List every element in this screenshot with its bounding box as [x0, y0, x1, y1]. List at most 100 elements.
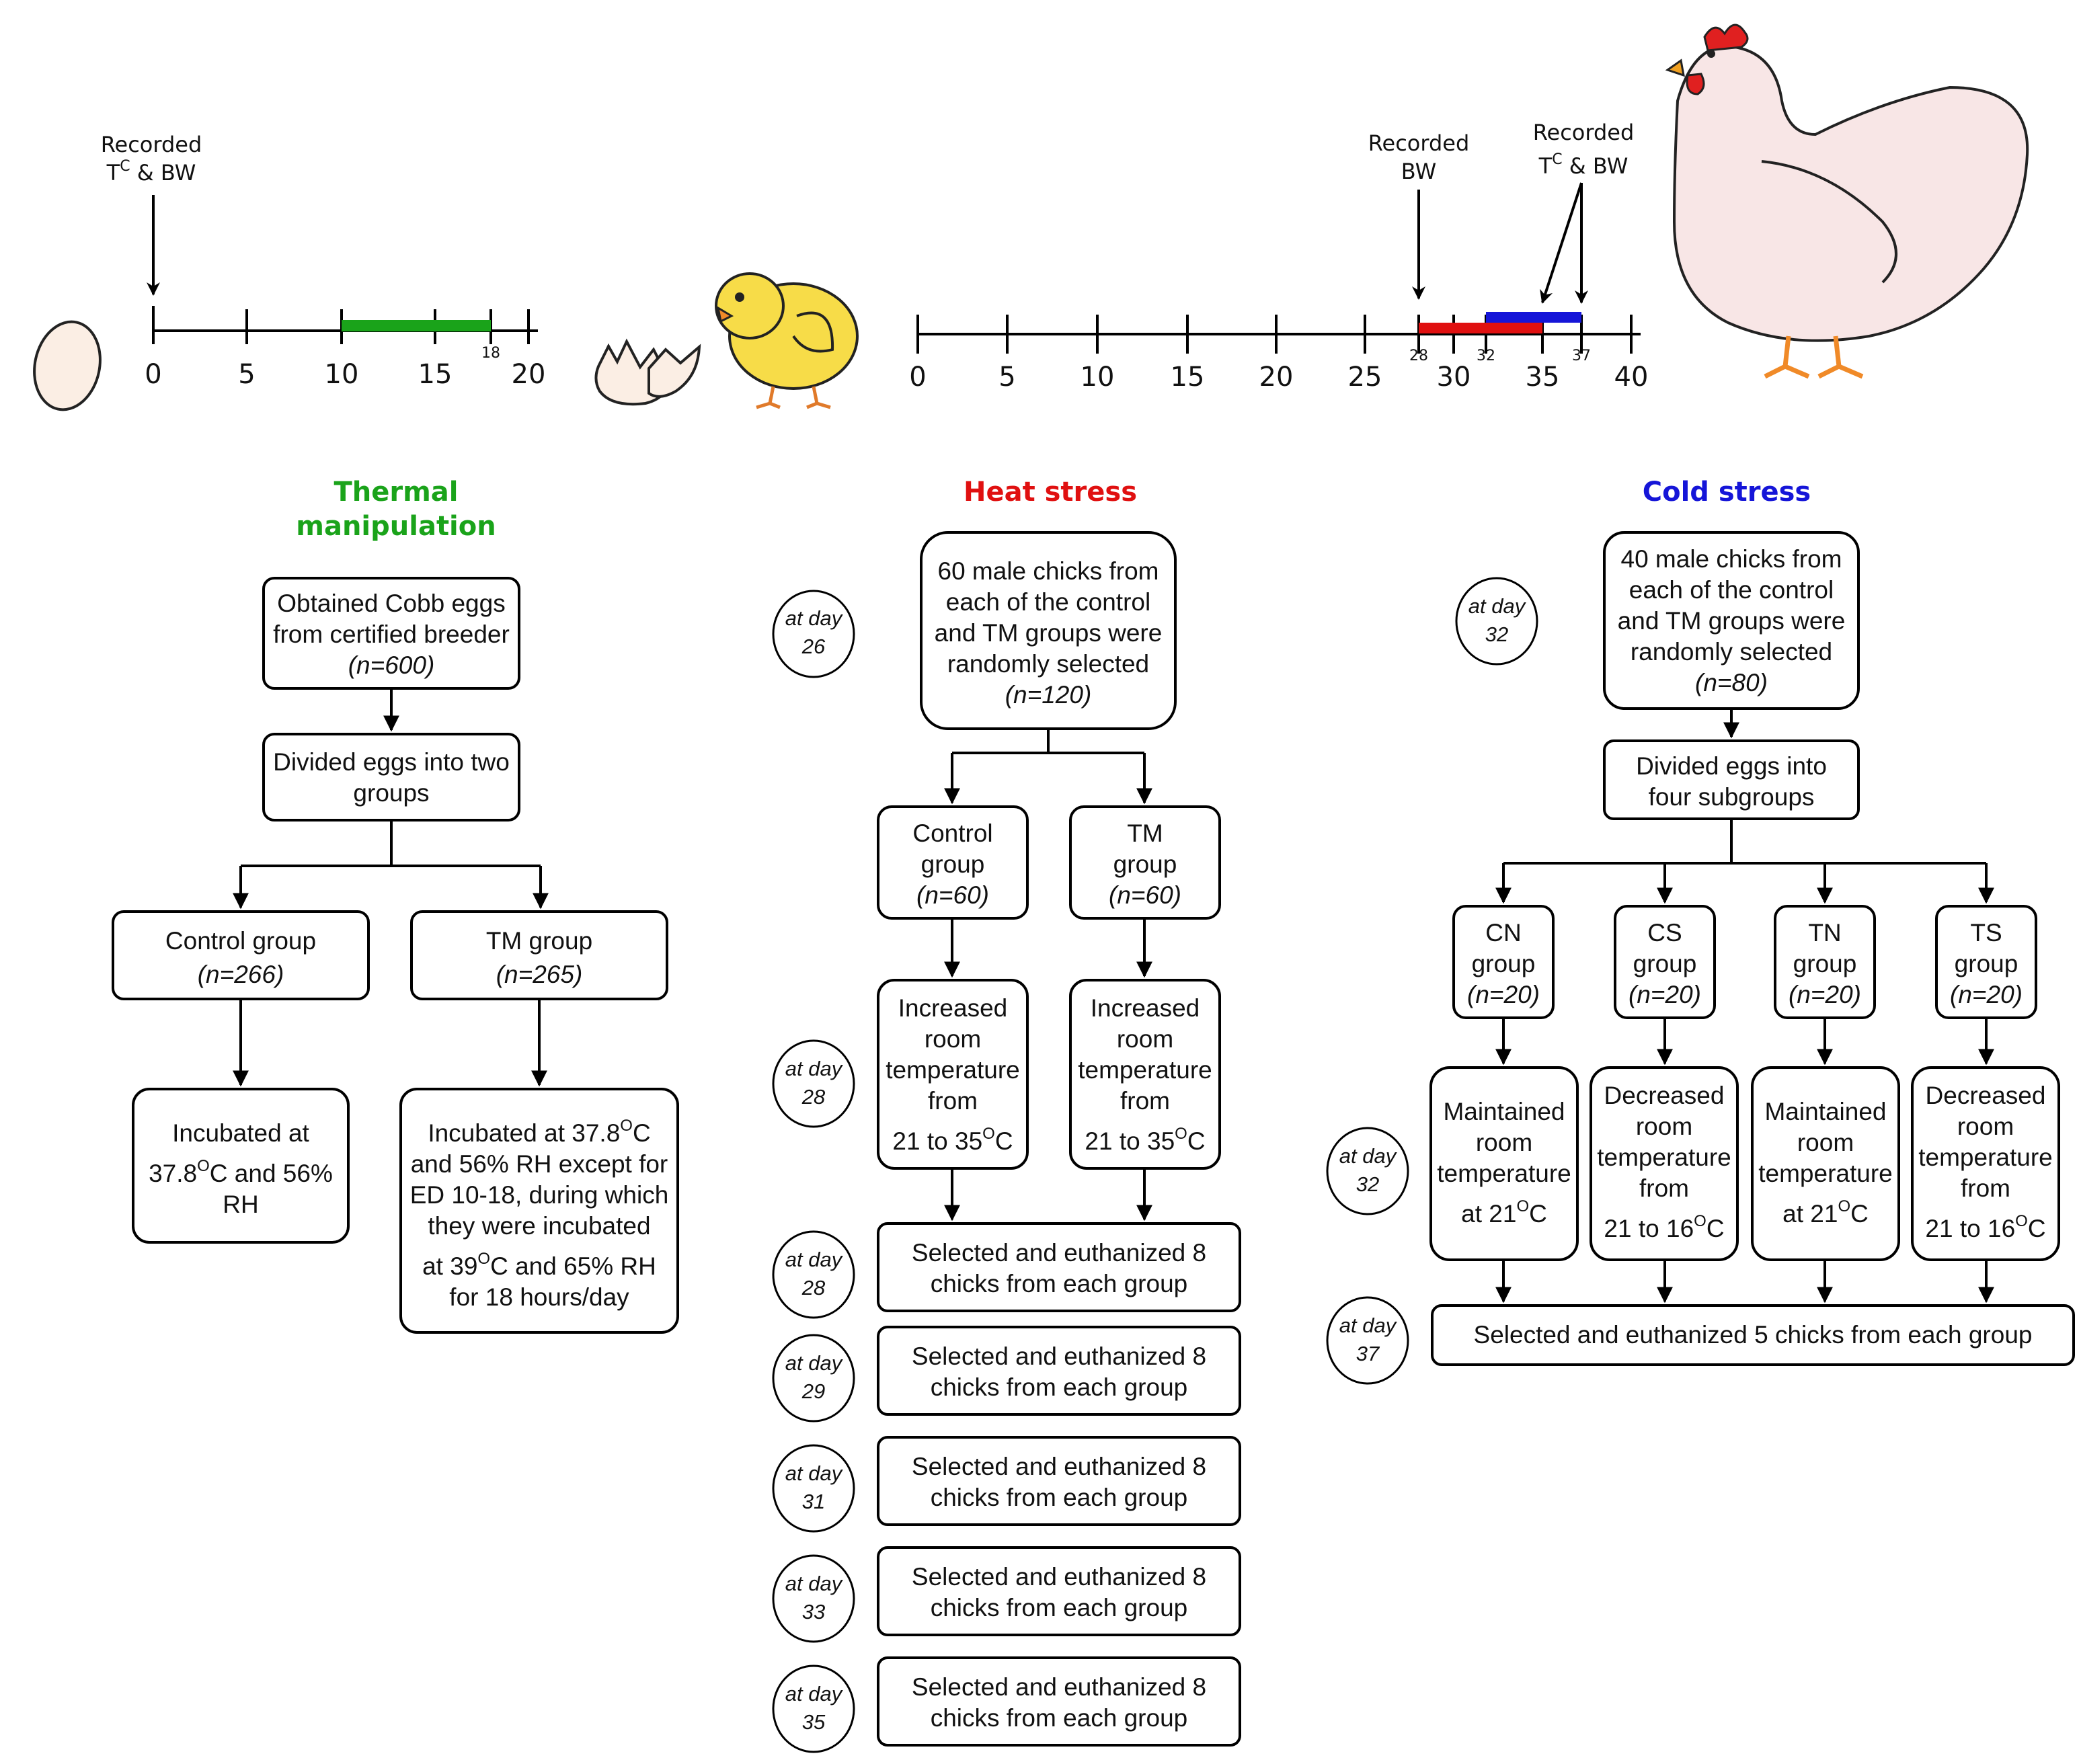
- egg-icon: [33, 320, 102, 411]
- tick-label: 5: [238, 359, 255, 390]
- tm-control-incubation-box: Incubated at 37.8OC and 56% RH: [132, 1088, 350, 1244]
- svg-text:temperature: temperature: [1597, 1144, 1731, 1171]
- cold-title: Cold stress: [1643, 477, 1811, 508]
- heat-euthanize-box: Selected and euthanized 8 chicks from ea…: [877, 1326, 1241, 1416]
- svg-text:29: 29: [801, 1379, 825, 1403]
- svg-text:21 to 16OC: 21 to 16OC: [1925, 1212, 2045, 1242]
- tick-label: 35: [1526, 362, 1560, 393]
- svg-text:group: group: [1633, 950, 1697, 977]
- tm-tm-group-box: TM group (n=265): [410, 910, 668, 1000]
- tick-label-small: 32: [1477, 348, 1495, 364]
- svg-text:Maintained: Maintained: [1443, 1098, 1565, 1125]
- recorded-tc-bw-right: Recorded TC & BW: [1533, 120, 1635, 304]
- svg-text:Increased: Increased: [1091, 994, 1200, 1022]
- svg-text:37: 37: [1356, 1342, 1380, 1365]
- svg-text:room: room: [925, 1025, 981, 1053]
- heat-title: Heat stress: [964, 477, 1137, 508]
- svg-text:33: 33: [802, 1600, 825, 1623]
- tick-label-small: 18: [481, 345, 500, 362]
- heat-day-circle: at day 31: [772, 1444, 855, 1533]
- recorded-label: Recorded: [1533, 120, 1635, 145]
- tm-control-group-box: Control group (n=266): [112, 910, 370, 1000]
- svg-text:Divided eggs into: Divided eggs into: [1636, 752, 1827, 780]
- svg-text:and 56% RH except for: and 56% RH except for: [411, 1150, 668, 1178]
- svg-text:they were incubated: they were incubated: [428, 1212, 650, 1240]
- svg-text:at day: at day: [785, 606, 844, 630]
- svg-text:(n=265): (n=265): [496, 961, 583, 988]
- svg-text:temperature: temperature: [1758, 1160, 1893, 1187]
- tm-title-line2: manipulation: [296, 511, 496, 542]
- svg-text:TS: TS: [1970, 919, 2002, 947]
- svg-text:(n=20): (n=20): [1950, 981, 2023, 1008]
- svg-text:(n=266): (n=266): [198, 961, 284, 988]
- svg-text:group: group: [1793, 950, 1857, 977]
- svg-text:40 male chicks from: 40 male chicks from: [1621, 545, 1842, 573]
- cold-day-circle: at day 32: [1326, 1127, 1409, 1215]
- heat-day-circle: at day 35: [772, 1665, 855, 1753]
- tick-label: 15: [418, 359, 453, 390]
- recorded-label: BW: [1401, 159, 1436, 184]
- chick-icon: [715, 272, 859, 409]
- tick-label: 15: [1171, 362, 1205, 393]
- svg-text:at day: at day: [785, 1461, 844, 1485]
- svg-text:chicks from each group: chicks from each group: [931, 1484, 1188, 1511]
- svg-text:31: 31: [802, 1490, 825, 1513]
- svg-text:group: group: [1472, 950, 1536, 977]
- tick-label: 10: [1081, 362, 1115, 393]
- heat-euthanize-box: Selected and euthanized 8 chicks from ea…: [877, 1436, 1241, 1526]
- timeline-incubation: 0 5 10 15 20 18: [145, 306, 545, 390]
- svg-text:Incubated at 37.8OC: Incubated at 37.8OC: [428, 1117, 650, 1147]
- svg-text:TC & BW: TC & BW: [1538, 151, 1629, 179]
- svg-text:at 21OC: at 21OC: [1461, 1197, 1547, 1228]
- tick-label-small: 37: [1572, 348, 1591, 364]
- svg-text:Maintained: Maintained: [1764, 1098, 1886, 1125]
- tm-obtained-eggs-box: Obtained Cobb eggs from certified breede…: [262, 577, 520, 690]
- heat-euthanize-box: Selected and euthanized 8 chicks from ea…: [877, 1222, 1241, 1312]
- svg-text:from: from: [1961, 1174, 2010, 1202]
- svg-text:35: 35: [802, 1710, 826, 1734]
- svg-text:(n=60): (n=60): [916, 881, 989, 909]
- svg-text:randomly selected: randomly selected: [947, 650, 1149, 678]
- svg-text:(n=120): (n=120): [1005, 681, 1092, 709]
- tick-label: 0: [909, 362, 926, 393]
- svg-text:TC & BW: TC & BW: [106, 158, 196, 186]
- cold-ts-group-box: TS group (n=20): [1935, 905, 2037, 1019]
- svg-text:28: 28: [801, 1276, 826, 1299]
- svg-text:(n=20): (n=20): [1629, 981, 1701, 1008]
- cold-euthanize-box: Selected and euthanized 5 chicks from ea…: [1431, 1304, 2075, 1366]
- svg-text:at day: at day: [785, 1057, 844, 1080]
- svg-text:Decreased: Decreased: [1604, 1082, 1725, 1109]
- svg-text:(n=600): (n=600): [348, 651, 435, 679]
- svg-text:and TM groups were: and TM groups were: [1618, 607, 1846, 635]
- svg-text:CS: CS: [1647, 919, 1682, 947]
- tick-label: 30: [1437, 362, 1471, 393]
- recorded-tc-bw-left: Recorded TC & BW: [101, 132, 202, 296]
- tick-label-small: 28: [1409, 348, 1428, 364]
- svg-text:groups: groups: [353, 779, 429, 807]
- svg-text:21 to 16OC: 21 to 16OC: [1604, 1212, 1724, 1242]
- tick-label: 40: [1614, 362, 1649, 393]
- svg-text:for 18 hours/day: for 18 hours/day: [449, 1283, 629, 1311]
- svg-text:four subgroups: four subgroups: [1649, 783, 1815, 811]
- tm-tm-incubation-box: Incubated at 37.8OC and 56% RH except fo…: [399, 1088, 679, 1334]
- heat-increase-temp-control-box: Increased room temperature from 21 to 35…: [877, 979, 1029, 1170]
- svg-text:each of the control: each of the control: [1629, 576, 1834, 604]
- svg-text:from: from: [928, 1087, 978, 1115]
- svg-text:from: from: [1120, 1087, 1170, 1115]
- timeline-post-hatch: 0 5 10 15 20 25 30 35 40 28 32 37: [909, 312, 1648, 393]
- svg-text:room: room: [1117, 1025, 1173, 1053]
- svg-text:Increased: Increased: [898, 994, 1008, 1022]
- cold-decrease-temp-cs-box: Decreased room temperature from 21 to 16…: [1590, 1066, 1739, 1261]
- svg-text:Selected and euthanized 8: Selected and euthanized 8: [912, 1673, 1206, 1701]
- svg-text:Divided eggs into two: Divided eggs into two: [273, 748, 510, 776]
- svg-text:Decreased: Decreased: [1926, 1082, 2046, 1109]
- heat-euthanize-box: Selected and euthanized 8 chicks from ea…: [877, 1656, 1241, 1747]
- svg-text:Control group: Control group: [165, 927, 316, 955]
- heat-day-circle: at day 28: [772, 1230, 855, 1319]
- svg-text:28: 28: [801, 1085, 826, 1109]
- heat-selected-chicks-box: 60 male chicks from each of the control …: [920, 531, 1177, 730]
- hen-icon: [1665, 24, 2029, 379]
- svg-text:and TM groups were: and TM groups were: [935, 619, 1163, 647]
- svg-text:RH: RH: [223, 1191, 258, 1218]
